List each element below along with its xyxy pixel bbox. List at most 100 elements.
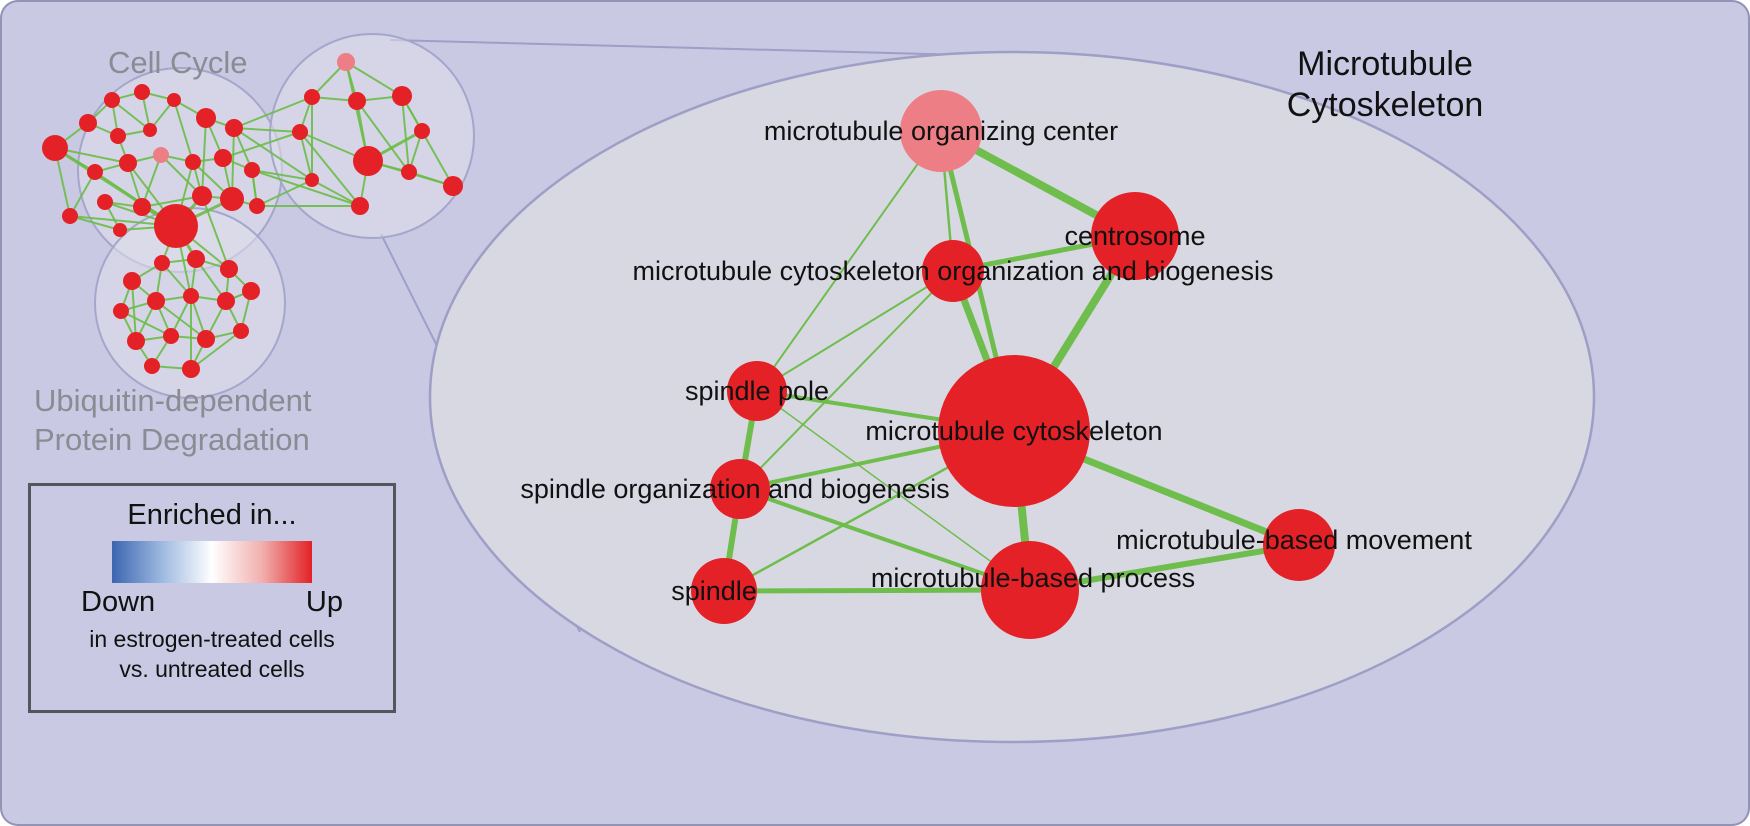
overview-edge — [345, 61, 403, 97]
overview-node — [242, 282, 260, 300]
detail-cluster-title: Microtubule Cytoskeleton — [1250, 44, 1520, 127]
cluster-label-ubiquitin-line2: Protein Degradation — [34, 421, 310, 457]
detail-node-mbm — [1263, 509, 1335, 581]
overview-edge — [256, 179, 313, 207]
overview-node — [97, 194, 113, 210]
overview-edge — [299, 131, 313, 181]
overview-edge — [190, 330, 242, 370]
legend-down-label: Down — [81, 586, 156, 618]
legend-up-label: Up — [305, 586, 343, 618]
overview-node — [348, 92, 366, 110]
overview-node — [110, 128, 126, 144]
detail-node-mbp — [981, 541, 1079, 639]
overview-edge — [233, 96, 313, 129]
overview-node — [42, 135, 68, 161]
overview-edge — [401, 95, 454, 187]
overview-node — [220, 260, 238, 278]
legend-title: Enriched in... — [127, 499, 297, 531]
overview-edge — [111, 99, 151, 131]
legend-caption-line2: vs. untreated cells — [119, 656, 305, 683]
overview-edge — [251, 169, 361, 207]
overview-node — [123, 272, 141, 290]
zoom-cone-line — [389, 39, 1006, 57]
legend-scale: Down Up — [81, 586, 343, 619]
overview-node — [163, 328, 179, 344]
overview-node — [353, 146, 383, 176]
overview-node — [196, 108, 216, 128]
detail-node-label-sob: spindle organization and biogenesis — [520, 474, 949, 504]
detail-node-spindle — [691, 558, 757, 624]
detail-node-label-mbm: microtubule-based movement — [1116, 525, 1472, 555]
overview-edge — [251, 169, 313, 181]
cluster-label-cell-cycle: Cell Cycle — [108, 45, 248, 80]
overview-node — [185, 154, 201, 170]
overview-node — [133, 198, 151, 216]
detail-node-label-mbp: microtubule-based process — [871, 563, 1195, 593]
overview-node — [153, 147, 169, 163]
overview-edge — [401, 95, 410, 173]
detail-node-label-spindle: spindle — [671, 576, 757, 606]
overview-edge — [233, 127, 313, 181]
overview-node — [351, 197, 369, 215]
overview-node — [244, 162, 260, 178]
overview-node — [154, 255, 170, 271]
overview-node — [414, 123, 430, 139]
overview-edge — [131, 280, 137, 342]
legend-gradient-bar — [112, 541, 312, 583]
overview-edge — [141, 154, 162, 208]
overview-node — [104, 92, 120, 108]
detail-edge-sob-mbp — [739, 487, 1031, 592]
overview-node — [197, 330, 215, 348]
legend: Enriched in... Down Up in estrogen-treat… — [28, 483, 396, 713]
overview-edge — [155, 300, 207, 340]
overview-node — [113, 303, 129, 319]
overview-node — [134, 84, 150, 100]
overview-edge — [69, 215, 121, 231]
overview-node — [143, 123, 157, 137]
cluster-circle-microtubule — [269, 33, 475, 239]
overview-edge — [120, 310, 172, 337]
overview-node — [144, 358, 160, 374]
cluster-label-ubiquitin: Ubiquitin-dependent Protein Degradation — [34, 382, 312, 460]
detail-node-label-centrosome: centrosome — [1064, 221, 1205, 251]
overview-edge — [201, 117, 207, 197]
overview-node — [401, 164, 417, 180]
overview-node — [62, 208, 78, 224]
detail-edge-mcob-sob — [739, 270, 954, 490]
detail-edge-moc-spole — [756, 130, 942, 392]
detail-node-label-mcsk: microtubule cytoskeleton — [865, 416, 1162, 446]
overview-node — [233, 323, 249, 339]
detail-edge-mcob-spole — [756, 270, 954, 392]
overview-node — [183, 288, 199, 304]
overview-edge — [311, 179, 361, 207]
overview-node — [87, 164, 103, 180]
overview-edge — [345, 61, 369, 162]
detail-edge-spole-mbp — [756, 390, 1031, 591]
overview-node — [187, 250, 205, 268]
detail-node-label-mcob: microtubule cytoskeleton organization an… — [633, 256, 1274, 286]
detail-node-sob — [710, 459, 770, 519]
overview-node — [443, 176, 463, 196]
overview-node — [337, 53, 355, 71]
overview-node — [113, 223, 127, 237]
overview-edge — [69, 171, 96, 217]
overview-edge — [222, 131, 301, 159]
overview-node — [214, 149, 232, 167]
detail-cluster-title-line2: Cytoskeleton — [1286, 86, 1484, 125]
detail-node-centrosome — [1091, 192, 1179, 280]
detail-node-spole — [727, 361, 787, 421]
overview-node — [225, 119, 243, 137]
overview-edge — [173, 99, 194, 163]
overview-edge — [201, 195, 230, 270]
overview-edge — [356, 100, 410, 173]
overview-node — [167, 93, 181, 107]
overview-node — [79, 114, 97, 132]
overview-node — [182, 360, 200, 378]
overview-node — [292, 124, 308, 140]
overview-edge — [233, 127, 301, 133]
legend-caption: in estrogen-treated cells vs. untreated … — [31, 624, 393, 685]
detail-node-mcob — [922, 240, 984, 302]
cluster-label-ubiquitin-line1: Ubiquitin-dependent — [34, 383, 312, 418]
detail-node-moc — [900, 90, 982, 172]
